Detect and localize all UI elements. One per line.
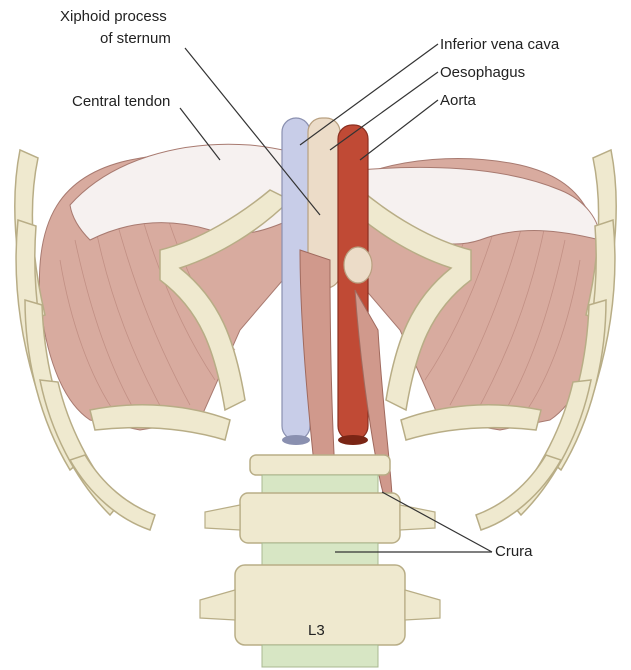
label-central-tendon: Central tendon xyxy=(72,93,170,111)
vertebra xyxy=(250,455,390,475)
oesophageal-opening xyxy=(344,247,372,283)
label-xiphoid-line1: Xiphoid process xyxy=(60,8,167,26)
label-aorta: Aorta xyxy=(440,92,476,110)
vertebra xyxy=(240,493,400,543)
disc xyxy=(262,475,378,493)
leader-ivc xyxy=(300,44,438,145)
label-xiphoid-line2: of sternum xyxy=(100,30,171,48)
label-crura: Crura xyxy=(495,543,533,561)
label-inferior-vena-cava: Inferior vena cava xyxy=(440,36,559,54)
label-l3: L3 xyxy=(308,622,325,639)
label-oesophagus: Oesophagus xyxy=(440,64,525,82)
disc xyxy=(262,543,378,565)
leader-aorta xyxy=(360,100,438,160)
disc xyxy=(262,645,378,667)
